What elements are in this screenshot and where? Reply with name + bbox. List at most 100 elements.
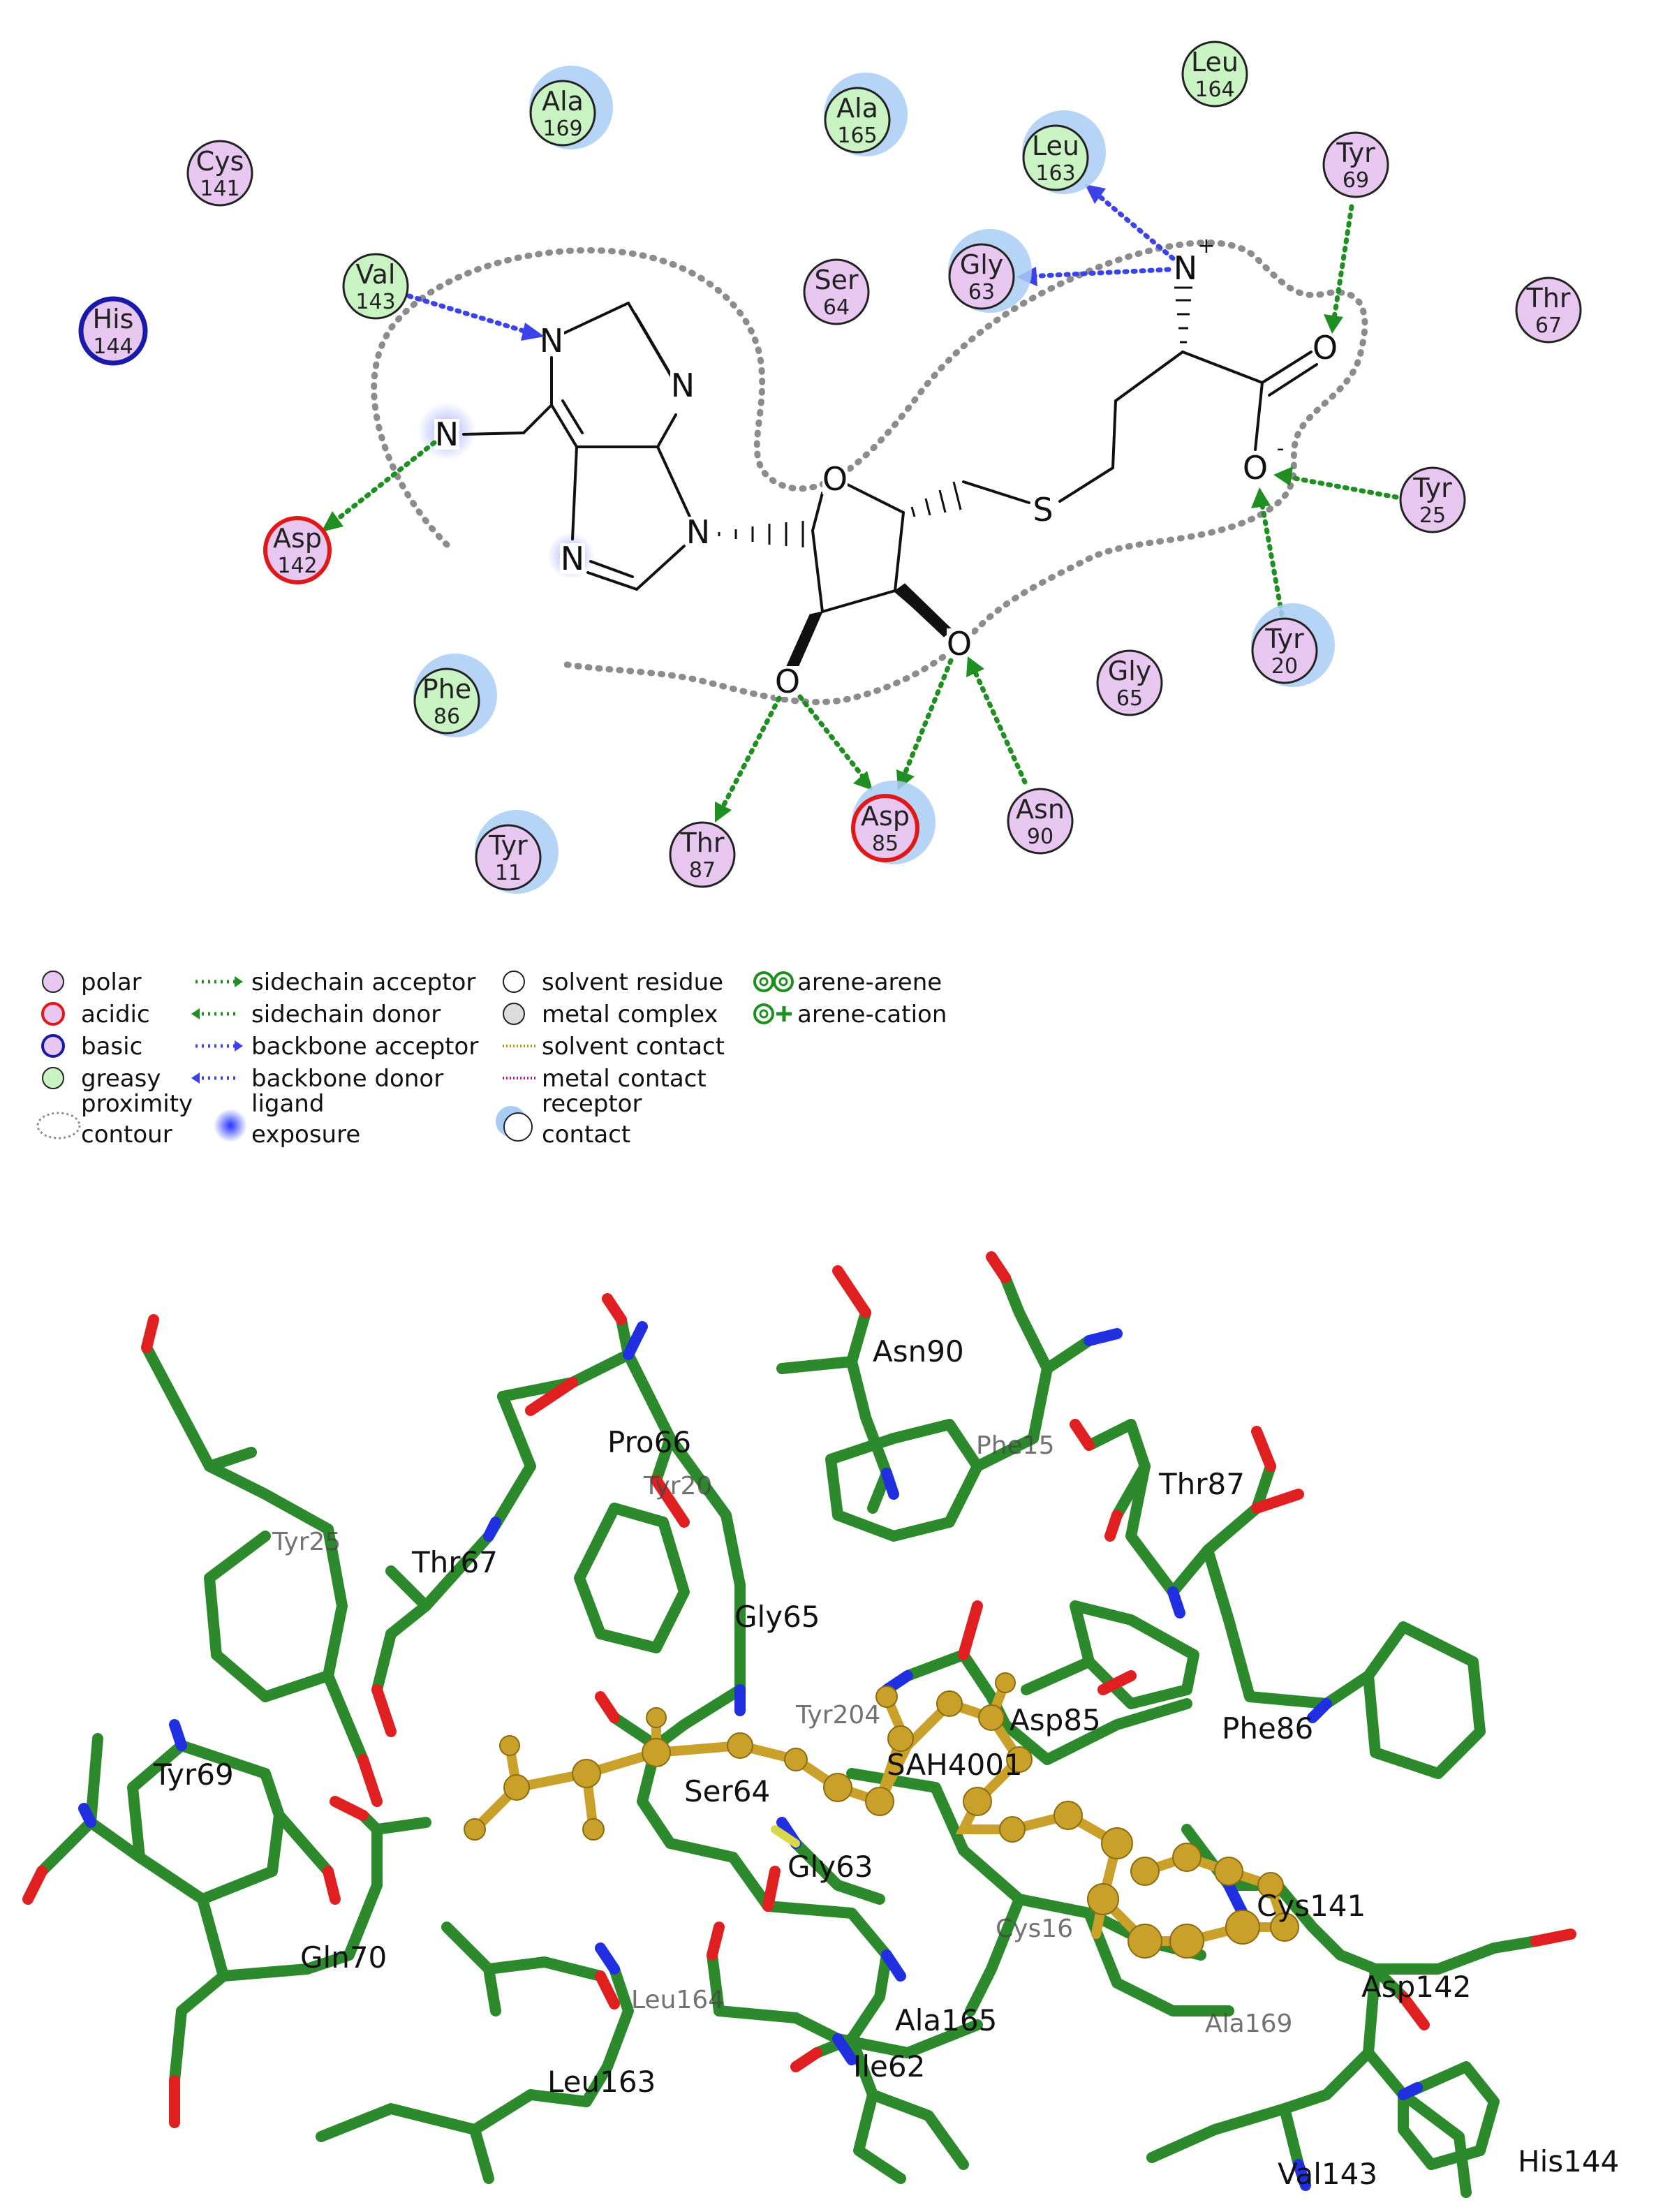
arrowhead-tyr25-o (1273, 466, 1293, 486)
structure-label: SAH4001 (887, 1748, 1023, 1782)
legend-entry-sc_acceptor: sidechain acceptor (195, 968, 475, 996)
legend-label: sidechain donor (251, 1001, 441, 1028)
structure-label: Phe86 (1222, 1711, 1313, 1746)
residue-number: 67 (1535, 314, 1562, 338)
interaction-tyr69-o (1331, 204, 1354, 325)
legend-symbol-polar (42, 971, 64, 993)
atom-n1: N (540, 322, 563, 360)
residue-cys141: Cys141 (186, 140, 253, 207)
interaction-n6-asp142 (325, 440, 437, 529)
atom-bg-n7 (560, 543, 585, 574)
legend-symbol-contour (36, 1112, 81, 1140)
structure-label: Gly65 (734, 1600, 820, 1634)
arrowhead-n-leu163 (1085, 184, 1106, 204)
atom-o3: O (947, 625, 972, 663)
residue-asn90: Asn90 (1007, 788, 1074, 855)
residue-disc (824, 87, 891, 154)
residue-name: Tyr (1412, 473, 1452, 503)
residue-leu164: Leu164 (1181, 40, 1248, 108)
residue-val143: Val143 (342, 253, 409, 320)
residue-tyr25: Tyr25 (1399, 466, 1466, 533)
structure-label: Thr87 (1158, 1467, 1245, 1501)
legend-symbol-bb_donor (191, 1072, 237, 1084)
atom-n3: N (671, 367, 695, 404)
interaction-n-leu163 (1089, 187, 1176, 261)
residue-disc (263, 516, 332, 584)
residue-number: 63 (968, 280, 995, 304)
legend-symbol-arene_cation (753, 1003, 792, 1024)
structure-label: Tyr20 (643, 1472, 712, 1501)
structure-label: Pro66 (607, 1425, 691, 1459)
stereo-bonds (718, 286, 1192, 670)
residue-name: Leu (1191, 47, 1239, 78)
legend-label: solvent contact (542, 1033, 725, 1061)
interaction-o2-thr87 (716, 695, 782, 817)
atom-n_amine: N (1174, 249, 1197, 287)
atom-bg-o_carbonyl (1313, 332, 1338, 363)
residue-disc (669, 821, 736, 888)
atom-n9: N (686, 513, 710, 551)
legend-label: solvent residue (542, 968, 723, 996)
legend-entry-solvent_residue: solvent residue (503, 968, 723, 996)
interaction-asn90-o3 (969, 662, 1028, 785)
residue-disc (1007, 788, 1074, 855)
residue-number: 11 (495, 861, 522, 885)
atom-bg-o3 (947, 628, 972, 659)
structure-label: Leu163 (547, 2065, 656, 2099)
structure-label: Ala169 (1205, 2010, 1292, 2038)
residue-number: 69 (1343, 168, 1369, 193)
legend-symbol-metal_complex (503, 1003, 525, 1025)
residue-name: Gly (1108, 656, 1152, 686)
residue-number: 164 (1195, 78, 1234, 102)
arrowhead-tyr69-o (1324, 314, 1343, 334)
legend-entry-polar: polar (42, 968, 142, 996)
legend-symbol-greasy (42, 1067, 64, 1089)
legend-entry-metal_contact: metal contact (503, 1065, 707, 1093)
residue-number: 169 (542, 117, 582, 141)
structure-label: Cys141 (1257, 1889, 1366, 1923)
residue-number: 64 (823, 295, 850, 320)
legend-symbol-exposure (214, 1109, 247, 1142)
interaction-arrows (321, 184, 1399, 823)
atom-bg-n9 (686, 517, 711, 547)
residue-name: Thr (680, 827, 725, 858)
residue-number: 141 (200, 177, 239, 201)
legend-label: metal contact (542, 1065, 707, 1093)
residue-ala165: Ala165 (824, 73, 908, 156)
legend-symbol-basic (41, 1034, 65, 1058)
arrowhead-o2-asp85 (853, 771, 873, 790)
atom-bg-o4 (822, 464, 848, 494)
residue-number: 20 (1271, 654, 1298, 679)
residues: Cys141His144Ala169Ala165Leu164Leu163Tyr6… (78, 40, 1582, 894)
legend-label: arene-arene (797, 968, 942, 996)
structure-label: Ile62 (853, 2049, 925, 2084)
protein-sticks (22, 1251, 1576, 2198)
structure-label: Leu164 (631, 1986, 724, 2014)
atom-bg-o_carboxylate (1243, 452, 1268, 483)
structure-label: Ser64 (684, 1774, 770, 1808)
residue-disc (1181, 40, 1248, 108)
legend-symbol-sc_donor (191, 1008, 237, 1019)
residue-name: Phe (422, 674, 471, 705)
residue-disc (1251, 617, 1318, 684)
residue-thr87: Thr87 (669, 821, 736, 888)
residue-name: His (93, 304, 134, 334)
legend-symbol-solvent_residue (503, 971, 525, 993)
legend-label: basic (81, 1033, 142, 1061)
residue-ser64: Ser64 (803, 258, 870, 325)
structure-label: Asp142 (1361, 1970, 1471, 2004)
sah-ligand (464, 1672, 1299, 1959)
residue-asp85: Asp85 (851, 781, 936, 864)
residue-number: 86 (434, 705, 460, 729)
ligand-bonds (462, 302, 1318, 635)
atom-o_carboxylate: O (1243, 449, 1268, 487)
residue-number: 25 (1419, 503, 1446, 528)
legend-label: arene-cation (797, 1001, 947, 1028)
legend-entry-metal_complex: metal complex (503, 1001, 718, 1028)
structure-label: Ala165 (895, 2003, 997, 2037)
residue-name: Tyr (488, 830, 528, 861)
